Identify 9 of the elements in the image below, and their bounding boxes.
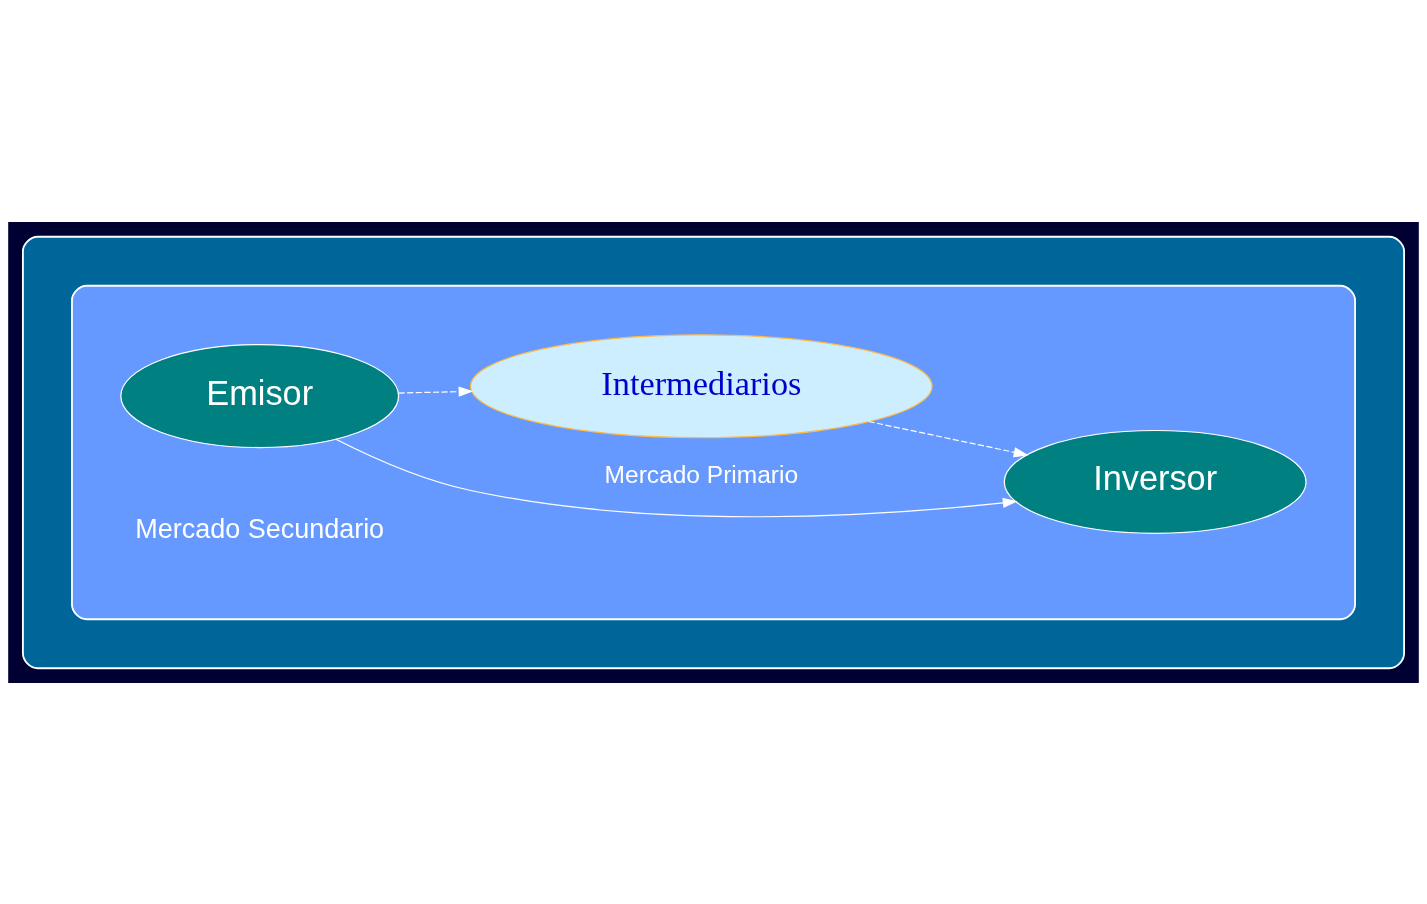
edge-label: Mercado Primario (604, 460, 799, 488)
node-ellipse: Emisor (120, 343, 400, 448)
arrow (334, 437, 1018, 517)
node-ellipse: Intermediarios (470, 333, 933, 438)
cluster (71, 284, 1356, 620)
arrow (398, 386, 474, 397)
label: Mercado Secundario (135, 513, 385, 544)
arrow (868, 420, 1029, 457)
cluster (21, 235, 1405, 669)
